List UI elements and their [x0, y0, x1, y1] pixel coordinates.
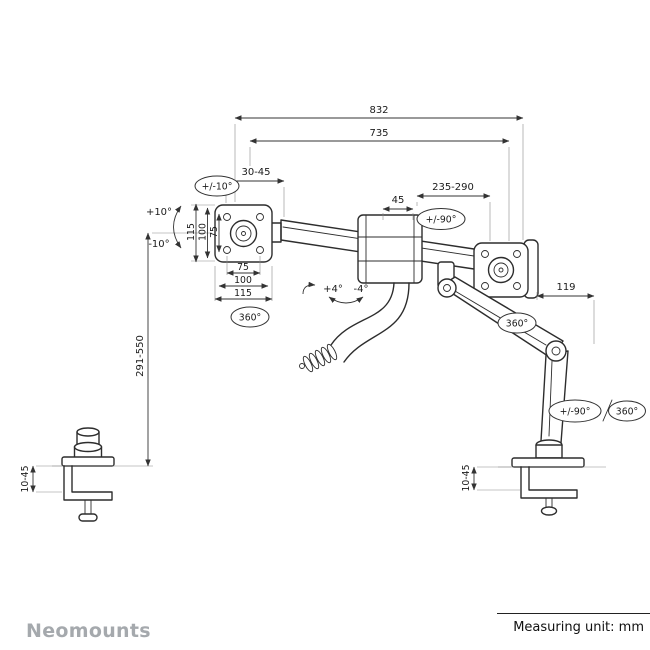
coil-grip	[299, 343, 338, 373]
monitor-tilt-badge	[194, 175, 240, 197]
left-vesa-plate	[214, 204, 273, 263]
rotation-arrow-icon	[302, 281, 316, 295]
arm-tilt-arc	[328, 296, 364, 304]
dim-total-width-label: 832	[369, 105, 388, 116]
footer-divider	[497, 613, 650, 614]
monitor-rotation-label: 360°	[239, 313, 261, 324]
right-vesa-plate	[473, 242, 529, 298]
base-rotation-label: 360°	[616, 407, 638, 418]
arm-rotation-badge	[497, 312, 537, 334]
dim-vesa-h75-label: 75	[237, 262, 249, 273]
monitor-swivel-label: +/-90°	[426, 215, 457, 226]
dim-extension-range-label: 235-290	[432, 182, 474, 193]
base-swivel-label: +/-90°	[560, 407, 591, 418]
dim-bar-width-label: 735	[369, 128, 388, 139]
desk-clamp-left	[52, 427, 153, 522]
dim-clamp-right-label: 10-45	[461, 464, 472, 491]
desk-clamp-right	[498, 439, 606, 516]
handle-arm	[299, 282, 410, 373]
center-mount	[357, 214, 423, 284]
dim-center-width-label: 45	[392, 195, 405, 206]
tilt-arc	[173, 205, 182, 249]
dim-vesa-v115-label: 115	[186, 223, 197, 241]
badge-separator-slash	[602, 399, 613, 422]
base-rotation-badge	[608, 400, 646, 422]
arm-rotation-label: 360°	[506, 319, 528, 330]
arm-tilt-down-label: -4°	[354, 284, 369, 295]
dim-vesa-h115-label: 115	[234, 288, 252, 299]
monitor-tilt-label: +/-10°	[202, 182, 233, 193]
arm-tilt-up-label: +4°	[323, 284, 343, 295]
dim-clamp-left-label: 10-45	[20, 465, 31, 492]
dim-plate-offset-label: 30-45	[241, 167, 270, 178]
measuring-unit-label: Measuring unit: mm	[513, 620, 644, 635]
dim-vesa-h100-label: 100	[234, 275, 252, 286]
dim-height-range-label: 291-550	[135, 335, 146, 377]
tilt-up-label: +10°	[146, 207, 172, 218]
dimension-annotations: 832 735 30-45 45 235-290 +/-90° +/-10° +…	[20, 105, 646, 493]
dim-vesa-v100-label: 100	[198, 223, 209, 241]
tilt-down-label: -10°	[148, 239, 169, 250]
dim-pivot-offset-label: 119	[556, 282, 575, 293]
monitor-swivel-badge	[416, 208, 466, 230]
base-swivel-badge	[548, 399, 602, 423]
brand-logo: Neomounts	[26, 620, 151, 642]
monitor-rotation-badge	[230, 306, 270, 328]
left-plate-hinge	[271, 222, 282, 243]
dim-vesa-v75-label: 75	[209, 226, 220, 238]
witness-lines	[36, 124, 595, 493]
